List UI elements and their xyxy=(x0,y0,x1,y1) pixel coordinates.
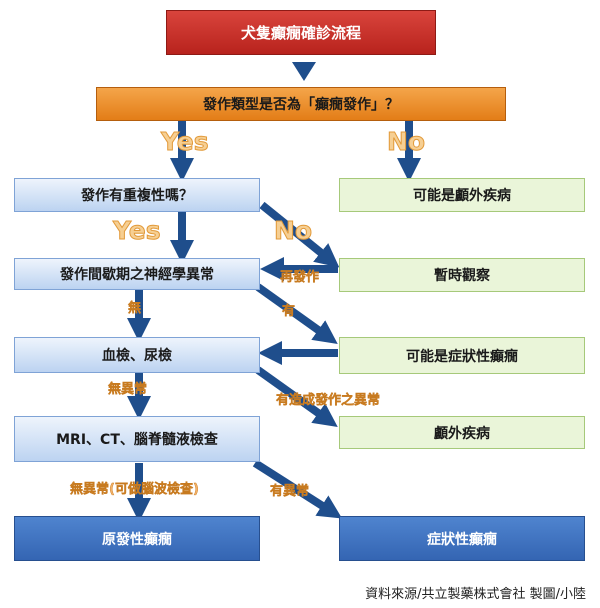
repeat-text: 發作有重複性嗎？ xyxy=(81,188,193,204)
extracranial-1-box: 可能是顱外疾病 xyxy=(339,178,585,212)
title-box: 犬隻癲癇確診流程 xyxy=(166,10,436,55)
symptomatic-possible-box: 可能是症狀性癲癇 xyxy=(339,337,585,374)
no-label-1: No xyxy=(386,127,426,157)
none-label: 無 xyxy=(128,301,142,316)
mri-text: MRI、CT、腦脊髓液檢查 xyxy=(56,432,218,448)
arrow-interictal-to-symptomatic xyxy=(255,283,338,344)
mri-box: MRI、CT、腦脊髓液檢查 xyxy=(14,416,260,462)
triangle-down-icon xyxy=(292,62,316,81)
causes-abnormal-label: 有造成發作之異常 xyxy=(276,393,381,408)
arrow-mri-to-symptomatic xyxy=(252,459,343,519)
yes-label-1: Yes xyxy=(161,127,210,157)
arrow-repeat-to-observe xyxy=(259,201,340,268)
has-label: 有 xyxy=(282,304,296,319)
recurrence-label: 再發作 xyxy=(280,270,320,285)
observe-text: 暫時觀察 xyxy=(434,268,490,284)
interictal-text: 發作間歇期之神經學異常 xyxy=(60,267,214,283)
footer-credit: 資料來源/共立製藥株式會社 製圖/小陸 xyxy=(365,587,586,602)
extracranial-1-text: 可能是顱外疾病 xyxy=(413,188,511,204)
question-text: 發作類型是否為「癲癇發作」？ xyxy=(203,97,399,113)
extracranial-2-text: 顱外疾病 xyxy=(434,425,490,442)
extracranial-2-box: 顱外疾病 xyxy=(339,416,585,449)
symptomatic-possible-text: 可能是症狀性癲癇 xyxy=(406,348,518,365)
symptomatic-box: 症狀性癲癇 xyxy=(339,516,585,561)
primary-text: 原發性癲癇 xyxy=(102,531,172,548)
no-abnormal-eeg-label: 無異常(可做腦波檢查) xyxy=(70,482,199,497)
abnormal-label: 有異常 xyxy=(270,484,310,499)
arrow-blood-to-extracranial xyxy=(255,366,338,427)
yes-label-2: Yes xyxy=(113,216,162,246)
blood-urine-box: 血檢、尿檢 xyxy=(14,337,260,373)
question-box: 發作類型是否為「癲癇發作」？ xyxy=(96,87,506,121)
primary-box: 原發性癲癇 xyxy=(14,516,260,561)
repeat-box: 發作有重複性嗎？ xyxy=(14,178,260,212)
no-label-2: No xyxy=(273,216,313,246)
blood-urine-text: 血檢、尿檢 xyxy=(102,348,172,364)
title-text: 犬隻癲癇確診流程 xyxy=(240,24,361,42)
no-abnormal-label: 無異常 xyxy=(108,382,148,397)
observe-box: 暫時觀察 xyxy=(339,258,585,292)
symptomatic-text: 症狀性癲癇 xyxy=(427,531,497,548)
interictal-box: 發作間歇期之神經學異常 xyxy=(14,258,260,290)
